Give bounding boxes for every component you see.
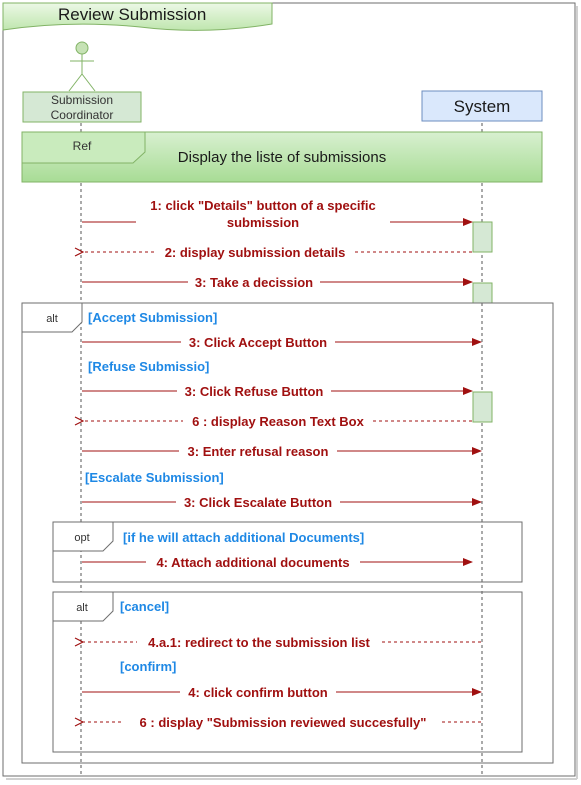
msg-escalate-label: 3: Click Escalate Button xyxy=(184,495,332,510)
msg-confirm-label: 4: click confirm button xyxy=(188,685,327,700)
msg-accept-label: 3: Click Accept Button xyxy=(189,335,327,350)
actor-icon xyxy=(68,41,96,92)
diagram-title: Review Submission xyxy=(58,5,206,24)
alt-inner-tag-shape xyxy=(52,591,114,622)
msg-attach-bg xyxy=(146,553,360,571)
msg-refusal-reason-label: 3: Enter refusal reason xyxy=(188,444,329,459)
msg-redirect-bg xyxy=(137,633,381,651)
coordinator-box xyxy=(22,91,142,123)
system-label: System xyxy=(454,97,511,116)
msg-refuse-label: 3: Click Refuse Button xyxy=(185,384,324,399)
alt-outer-tag: alt xyxy=(46,313,58,325)
activation-bar-2 xyxy=(472,282,493,304)
msg-take-decision-label: 3: Take a decission xyxy=(195,275,313,290)
msg-reason-box-bg xyxy=(183,412,373,430)
ref-text: Display the liste of submissions xyxy=(178,149,386,166)
msg-reason-box-label: 6 : display Reason Text Box xyxy=(192,414,364,429)
msg-accept-bg xyxy=(181,333,335,351)
msg-attach-label: 4: Attach additional documents xyxy=(156,555,349,570)
guard-confirm: [confirm] xyxy=(120,659,176,674)
alt-fragment-inner xyxy=(52,591,523,753)
coordinator-label-line1: Submission xyxy=(51,93,113,107)
opt-tag: opt xyxy=(74,532,89,544)
title-tab xyxy=(2,2,273,31)
msg-redirect-label: 4.a.1: redirect to the submission list xyxy=(148,635,370,650)
guard-escalate: [Escalate Submission] xyxy=(85,470,224,485)
guard-refuse: [Refuse Submissio] xyxy=(88,359,209,374)
system-box xyxy=(421,90,543,122)
msg-details-label-line2: submission xyxy=(227,215,299,230)
msg-details-label-line1: 1: click "Details" button of a specific xyxy=(150,198,375,213)
alt-fragment-outer xyxy=(21,302,554,764)
msg-refuse-bg xyxy=(177,382,331,400)
msg-details-label-bg xyxy=(136,197,390,231)
alt-outer-tag-shape xyxy=(21,302,83,333)
ref-tag-shape xyxy=(21,131,146,164)
msg-take-decision-bg xyxy=(188,273,320,291)
guard-opt: [if he will attach additional Documents] xyxy=(123,530,364,545)
activation-bar-1 xyxy=(472,221,493,253)
activation-bar-3 xyxy=(472,391,493,423)
opt-tag-shape xyxy=(52,521,114,552)
msg-confirm-bg xyxy=(180,683,336,701)
msg-escalate-bg xyxy=(176,493,340,511)
coordinator-label-line2: Coordinator xyxy=(51,108,114,122)
opt-fragment xyxy=(52,521,523,583)
msg-reviewed-label: 6 : display "Submission reviewed succesf… xyxy=(140,715,427,730)
guard-accept: [Accept Submission] xyxy=(88,310,217,325)
msg-display-details-bg xyxy=(155,243,355,261)
guard-cancel: [cancel] xyxy=(120,599,169,614)
alt-inner-tag: alt xyxy=(76,602,88,614)
msg-display-details-label: 2: display submission details xyxy=(165,245,346,260)
ref-tag: Ref xyxy=(73,139,92,153)
msg-refusal-reason-bg xyxy=(179,442,337,460)
msg-reviewed-bg xyxy=(124,713,442,731)
